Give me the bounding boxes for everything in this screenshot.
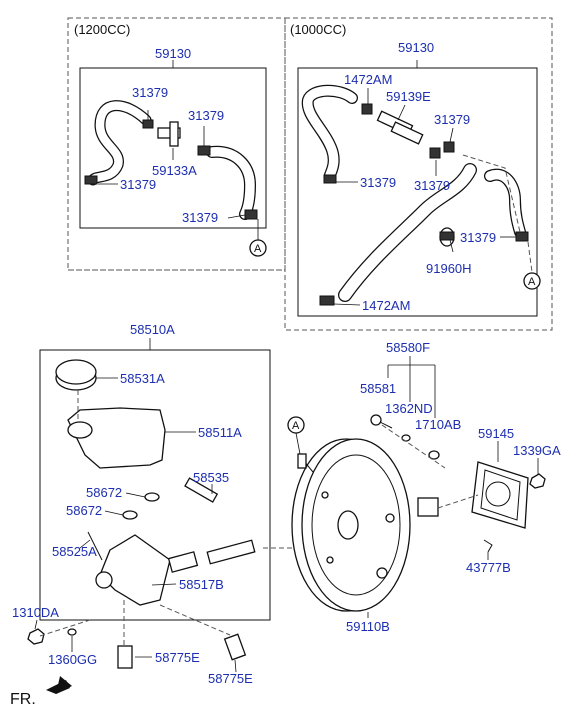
label-kit-c: 1710AB <box>415 417 461 432</box>
label-bolt: 58525A <box>52 544 97 559</box>
box-1000cc <box>297 67 538 317</box>
callout-a-1000 <box>523 272 541 290</box>
label-clip-b: 1472AM <box>362 298 410 313</box>
label-clamp-h: 31379 <box>460 230 496 245</box>
label-hose-1200: 59130 <box>155 46 191 61</box>
label-fitting-a: 58775E <box>155 650 200 665</box>
fitting-left <box>117 645 133 669</box>
label-connector: 91960H <box>426 261 472 276</box>
label-gasket: 59145 <box>478 426 514 441</box>
label-reservoir: 58511A <box>198 425 242 440</box>
fitting-right <box>223 633 247 661</box>
label-clamp-c: 31379 <box>120 177 156 192</box>
pin-58535 <box>184 477 219 503</box>
front-indicator: FR. <box>10 691 36 708</box>
label-kit: 58580F <box>386 340 430 355</box>
label-clip-a: 1472AM <box>344 72 392 87</box>
label-cap: 58531A <box>120 371 165 386</box>
label-check-valve: 59133A <box>152 163 197 178</box>
label-clamp-f: 31379 <box>360 175 396 190</box>
label-valve-1000: 59139E <box>386 89 431 104</box>
label-clamp-d: 31379 <box>182 210 218 225</box>
callout-a-1200-text: A <box>254 243 262 255</box>
label-clamp-e: 31379 <box>434 112 470 127</box>
gasket <box>471 461 529 529</box>
label-washer: 1360GG <box>48 652 97 667</box>
label-clamp-a: 31379 <box>132 85 168 100</box>
label-grommet-b: 58672 <box>66 503 102 518</box>
label-nut: 1310DA <box>12 605 59 620</box>
label-pin: 58535 <box>193 470 229 485</box>
label-hose-1000: 59130 <box>398 40 434 55</box>
label-cyl-body: 58517B <box>179 577 224 592</box>
label-clamp-g: 31379 <box>414 178 450 193</box>
callout-a-1000-text: A <box>528 276 536 288</box>
callout-a-booster-text: A <box>292 420 300 432</box>
label-kit-b: 1362ND <box>385 401 433 416</box>
callout-a-1200 <box>249 239 267 257</box>
label-master-cyl: 58510A <box>130 322 175 337</box>
frame-1000cc <box>284 17 553 331</box>
label-gasket-nut: 1339GA <box>513 443 561 458</box>
group-1200cc-label: (1200CC) <box>74 22 130 37</box>
label-kit-a: 58581 <box>360 381 396 396</box>
label-fitting-b: 58775E <box>208 671 253 686</box>
label-booster: 59110B <box>346 619 390 634</box>
label-clamp-b: 31379 <box>188 108 224 123</box>
label-clevis: 43777B <box>466 560 511 575</box>
label-grommet-a: 58672 <box>86 485 122 500</box>
reservoir-body <box>67 407 166 469</box>
group-1000cc-label: (1000CC) <box>290 22 346 37</box>
